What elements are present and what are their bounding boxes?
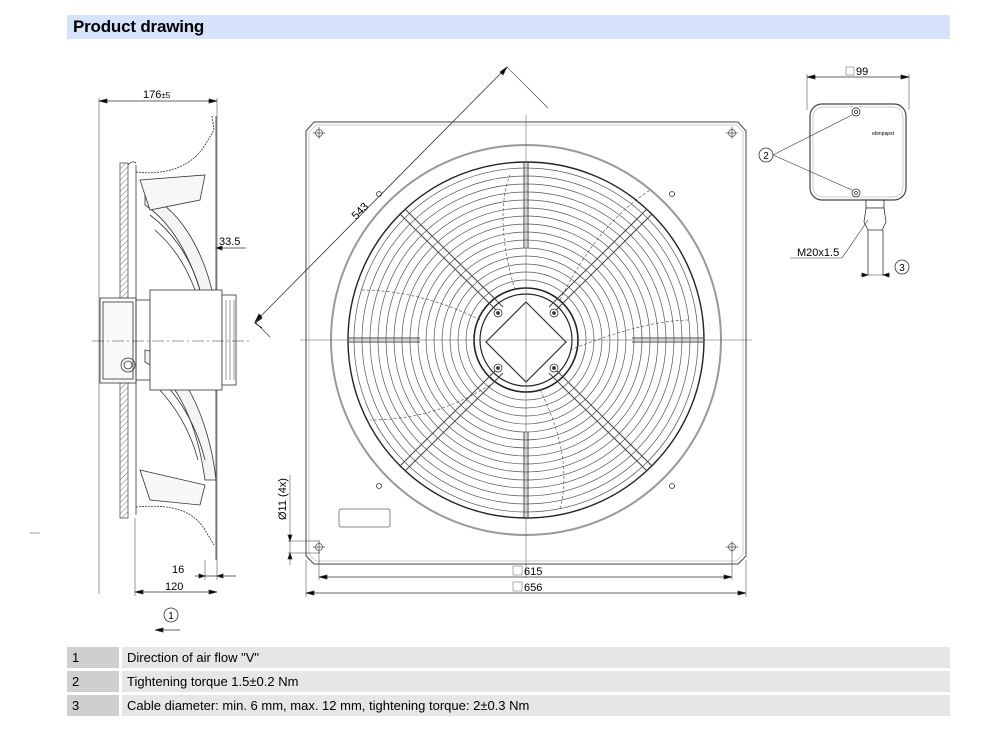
dim-thread: M20x1.5	[797, 247, 839, 259]
front-view	[254, 66, 752, 597]
section-title: Product drawing	[73, 17, 205, 36]
note-number: 2	[67, 671, 119, 692]
side-view	[92, 98, 263, 633]
note-text: Cable diameter: min. 6 mm, max. 12 mm, t…	[122, 695, 950, 716]
note-number: 3	[67, 695, 119, 716]
dim-flange: 16	[172, 564, 184, 576]
section-header: Product drawing	[67, 15, 950, 39]
callout-2: 2	[763, 151, 769, 162]
note-row: 2 Tightening torque 1.5±0.2 Nm	[67, 671, 950, 692]
dim-offset: 33.5	[219, 236, 240, 248]
product-drawing: 176±5 33.5 16 120 1 543 Ø11 (4x) 615 656…	[30, 66, 910, 633]
terminal-box-view	[758, 66, 910, 278]
note-row: 1 Direction of air flow "V"	[67, 647, 950, 668]
callout-3: 3	[899, 263, 905, 274]
dim-inner-square: 615	[524, 566, 542, 578]
notes-table: 1 Direction of air flow "V" 2 Tightening…	[67, 647, 950, 719]
dim-box-square: 99	[856, 66, 868, 78]
dim-depth: 176±5	[143, 89, 171, 101]
dim-width: 120	[165, 581, 183, 593]
note-row: 3 Cable diameter: min. 6 mm, max. 12 mm,…	[67, 695, 950, 716]
note-text: Tightening torque 1.5±0.2 Nm	[122, 671, 950, 692]
note-number: 1	[67, 647, 119, 668]
callout-1: 1	[168, 611, 174, 622]
note-text: Direction of air flow "V"	[122, 647, 950, 668]
brand-label: ebmpapst	[872, 131, 895, 137]
dim-outer-square: 656	[524, 582, 542, 594]
dim-hole: Ø11 (4x)	[277, 478, 289, 520]
